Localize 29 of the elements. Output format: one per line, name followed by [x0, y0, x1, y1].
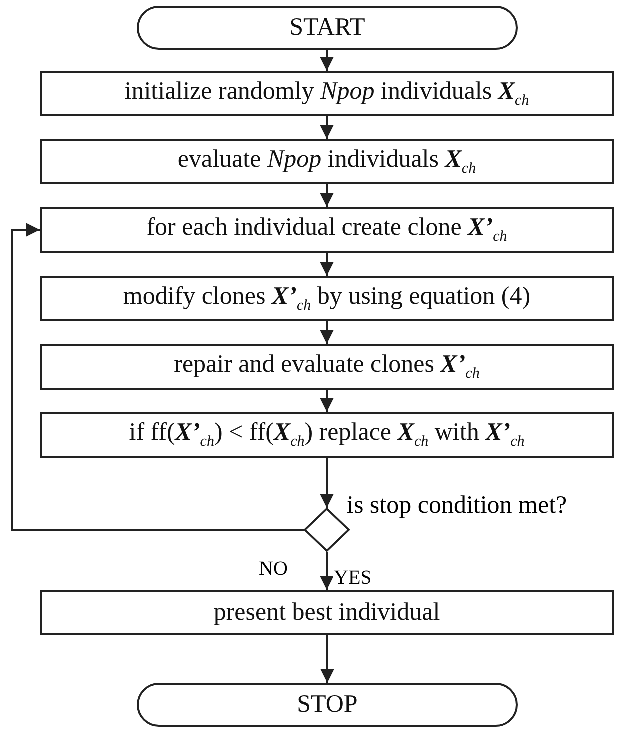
arrow: [320, 50, 334, 71]
arrow: [320, 116, 334, 139]
step-text: START: [290, 14, 366, 42]
process-box: [40, 590, 614, 635]
step-text: present best individual: [214, 598, 440, 626]
process-box: [40, 207, 614, 253]
arrow: [320, 253, 334, 276]
process-box: [40, 344, 614, 390]
process-box: [40, 276, 614, 321]
process-box: [40, 412, 614, 458]
condition-text: is stop condition met?: [346, 492, 568, 520]
arrow: [320, 390, 334, 412]
arrow: [320, 635, 334, 683]
step-text: repair and evaluate clones X’$_{ch}$: [174, 351, 480, 383]
step-text: evaluate Npop individuals X$_{ch}$: [178, 146, 476, 178]
step-text: modify clones X’$_{ch}$ by using equation (4): [123, 282, 531, 314]
terminal-box: [137, 683, 518, 727]
arrow: [320, 321, 334, 344]
arrow: [320, 552, 334, 590]
process-box: [40, 139, 614, 184]
step-text: for each individual create clone X’$_{ch}$: [146, 214, 508, 246]
arrow: [11, 223, 304, 531]
terminal-box: [137, 6, 518, 50]
step-text: initialize randomly Npop individuals X$_{ch}$: [124, 78, 530, 110]
arrow: [320, 458, 334, 508]
step-text: STOP: [297, 691, 358, 719]
process-box: [40, 71, 614, 116]
step-text: if ff(X’$_{ch}$) < ff(X$_{ch}$) replace X$_{ch}$ with X’$_{ch}$: [129, 419, 525, 451]
arrow: [320, 184, 334, 207]
